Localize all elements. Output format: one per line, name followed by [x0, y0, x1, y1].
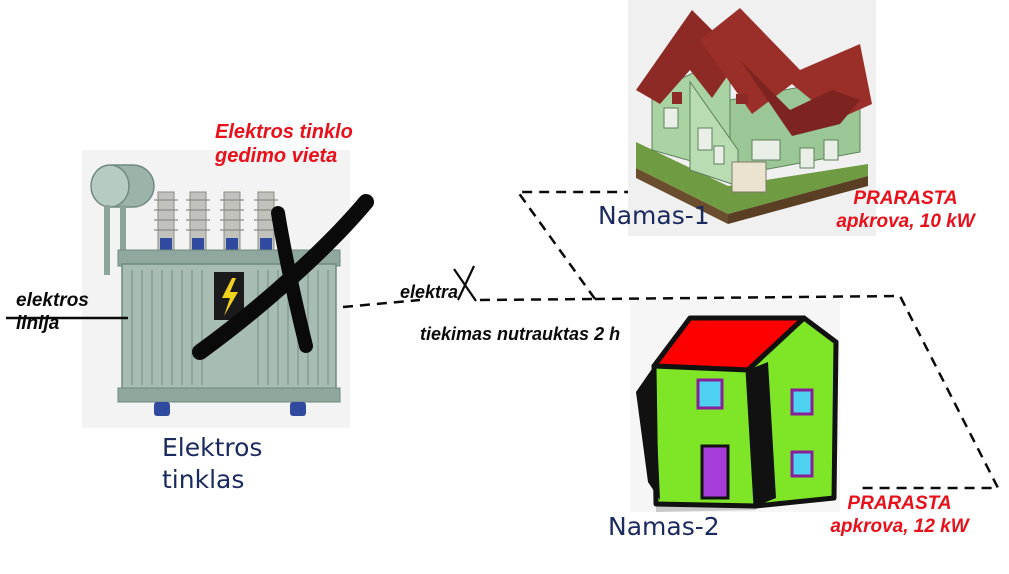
fault-location-line2: gedimo vieta: [215, 145, 338, 167]
outage-line2: tiekimas nutrauktas 2 h: [420, 324, 621, 344]
fault-location-label: Elektros tinklo gedimo vieta: [215, 120, 353, 168]
grid-line1: Elektros: [162, 433, 263, 462]
house2-lost-line2: apkrova, 12 kW: [830, 515, 969, 537]
power-line-line2: linija: [16, 312, 60, 334]
transformer-icon: [82, 150, 350, 428]
power-lines: [6, 190, 1001, 490]
power-line-line1: elektros: [16, 290, 89, 311]
house2-name: Namas-2: [608, 512, 720, 541]
lightning-icon: [214, 272, 244, 320]
outage-label: elektra tiekimas nutrauktas 2 h: [400, 271, 620, 355]
outage-strike-icon: [453, 265, 477, 302]
house1-lost-line1: PRARASTA: [853, 188, 958, 209]
house1-lost-load: PRARASTA apkrova, 10 kW: [818, 188, 993, 234]
house2-lost-line1: PRARASTA: [847, 493, 952, 514]
grid-label: Elektros tinklas: [162, 432, 262, 496]
power-line-label: elektros linija: [16, 290, 89, 336]
outage-line1: elektra: [400, 282, 459, 302]
house-1-icon: [628, 0, 876, 236]
grid-line2: tinklas: [162, 465, 245, 494]
fault-location-line1: Elektros tinklo: [215, 121, 353, 143]
house1-lost-line2: apkrova, 10 kW: [836, 210, 975, 232]
house-2-icon: [630, 300, 840, 512]
house2-lost-load: PRARASTA apkrova, 12 kW: [812, 493, 987, 539]
house1-name: Namas-1: [598, 201, 710, 230]
fault-cross-icon: [192, 194, 374, 360]
